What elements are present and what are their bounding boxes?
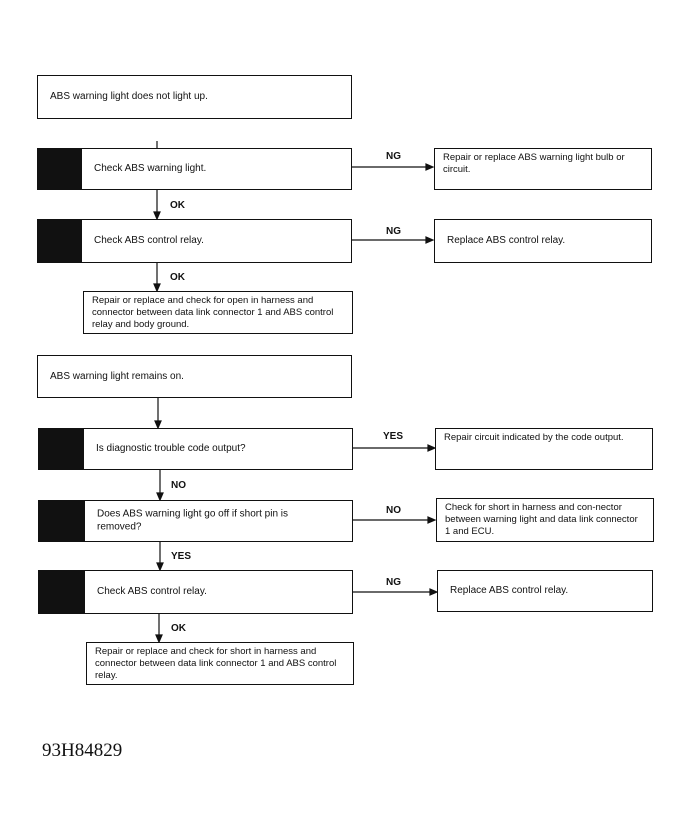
start-text: ABS warning light does not light up. bbox=[50, 90, 208, 102]
repair-short-text: Repair or replace and check for short in… bbox=[95, 646, 337, 681]
ng-label: NG bbox=[386, 577, 401, 588]
check-relay-box: Check ABS control relay. bbox=[37, 219, 352, 263]
no-label: NO bbox=[171, 480, 186, 491]
ok-label: OK bbox=[170, 200, 185, 211]
replace-relay-box-2: Replace ABS control relay. bbox=[437, 570, 653, 612]
check-short-box: Check for short in harness and con-necto… bbox=[436, 498, 654, 542]
repair-circuit-text: Repair circuit indicated by the code out… bbox=[444, 432, 624, 443]
replace-relay-box: Replace ABS control relay. bbox=[434, 219, 652, 263]
repair-circuit-box: Repair circuit indicated by the code out… bbox=[435, 428, 653, 470]
code-output-question-box: Is diagnostic trouble code output? bbox=[38, 428, 353, 470]
repair-open-box: Repair or replace and check for open in … bbox=[83, 291, 353, 334]
check-warning-light-box: Check ABS warning light. bbox=[37, 148, 352, 190]
code-output-question-text: Is diagnostic trouble code output? bbox=[96, 442, 246, 454]
short-pin-question-text: Does ABS warning light go off if short p… bbox=[97, 508, 289, 533]
no-label: NO bbox=[386, 505, 401, 516]
ng-label: NG bbox=[386, 151, 401, 162]
ok-label: OK bbox=[171, 623, 186, 634]
check-relay-text-2: Check ABS control relay. bbox=[97, 585, 207, 597]
check-warning-light-text: Check ABS warning light. bbox=[94, 162, 207, 174]
start-text: ABS warning light remains on. bbox=[50, 370, 184, 382]
check-relay-box-2: Check ABS control relay. bbox=[38, 570, 353, 614]
ng-label: NG bbox=[386, 226, 401, 237]
start-box-light-not-on: ABS warning light does not light up. bbox=[37, 75, 352, 119]
replace-relay-text: Replace ABS control relay. bbox=[447, 234, 566, 246]
repair-open-text: Repair or replace and check for open in … bbox=[92, 295, 334, 330]
short-pin-question-box: Does ABS warning light go off if short p… bbox=[38, 500, 353, 542]
check-short-text: Check for short in harness and con-necto… bbox=[445, 502, 638, 537]
yes-label: YES bbox=[383, 431, 404, 442]
figure-code: 93H84829 bbox=[42, 740, 123, 761]
repair-short-box: Repair or replace and check for short in… bbox=[86, 642, 354, 685]
start-box-light-remains-on: ABS warning light remains on. bbox=[37, 355, 352, 398]
yes-label: YES bbox=[171, 551, 192, 562]
check-relay-text: Check ABS control relay. bbox=[94, 234, 204, 246]
repair-bulb-text: Repair or replace ABS warning light bulb… bbox=[443, 152, 625, 175]
repair-bulb-box: Repair or replace ABS warning light bulb… bbox=[434, 148, 652, 190]
replace-relay-text-2: Replace ABS control relay. bbox=[450, 584, 569, 596]
ok-label: OK bbox=[170, 272, 185, 283]
